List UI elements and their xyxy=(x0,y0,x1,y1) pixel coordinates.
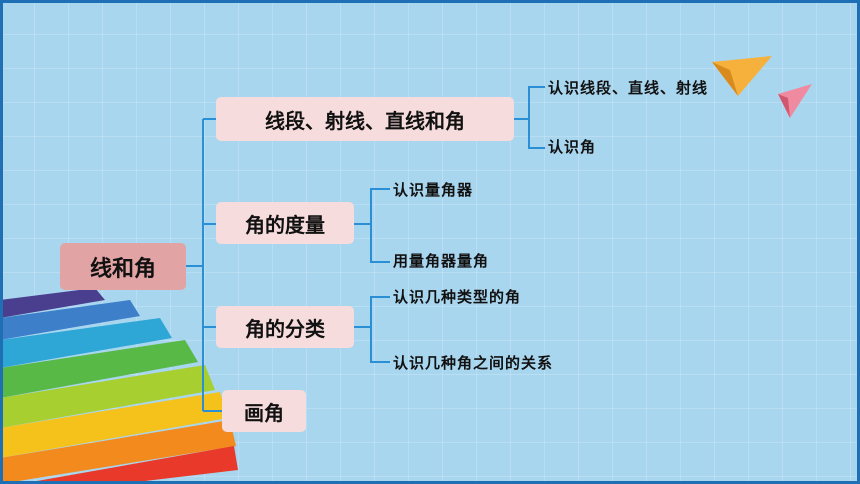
paper-plane-icon xyxy=(712,56,772,96)
branch-node-angle-classification: 角的分类 xyxy=(216,306,354,348)
branch-node-angle-measurement: 角的度量 xyxy=(216,202,354,244)
paper-plane-icon xyxy=(778,84,812,118)
root-node: 线和角 xyxy=(60,243,186,290)
leaf-measure-angle-with-protractor: 用量角器量角 xyxy=(393,252,490,270)
leaf-angle-relationships: 认识几种角之间的关系 xyxy=(393,354,554,372)
leaf-recognize-angle-types: 认识几种类型的角 xyxy=(393,288,522,306)
leaf-recognize-protractor: 认识量角器 xyxy=(393,181,474,199)
leaf-recognize-segment-line-ray: 认识线段、直线、射线 xyxy=(548,79,709,97)
rainbow-brush-strokes xyxy=(0,288,238,484)
leaf-recognize-angle: 认识角 xyxy=(548,138,597,156)
branch-node-lines-and-angles: 线段、射线、直线和角 xyxy=(216,97,514,141)
branch-node-draw-angle: 画角 xyxy=(222,390,306,432)
